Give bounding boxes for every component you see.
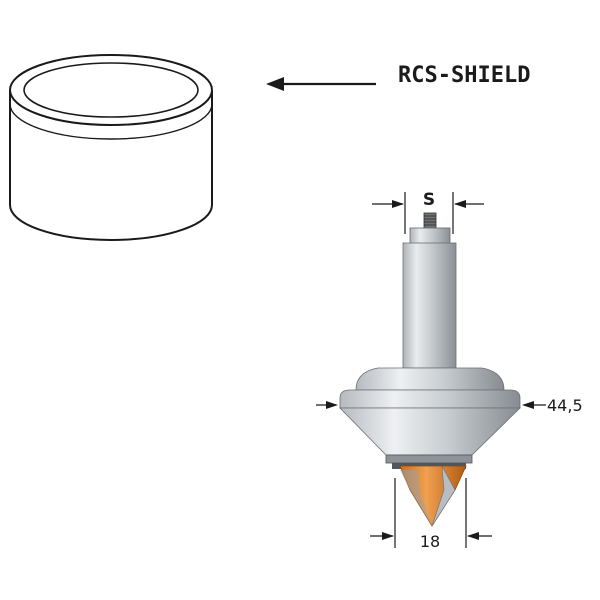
lower-ring: [385, 454, 473, 464]
ring-body: [9, 91, 213, 241]
shank: [402, 242, 457, 369]
dimension-shank-label: S: [423, 190, 435, 210]
dimension-cutter: [370, 478, 492, 548]
cutter-insert: [400, 470, 432, 526]
pointer-arrow: [266, 77, 376, 91]
bearing-ring: [9, 54, 213, 241]
dimension-diameter: [316, 401, 546, 409]
flange: [355, 367, 505, 391]
dimension-shank: [372, 192, 484, 234]
ring-rim-line: [9, 103, 213, 140]
dimension-cutter-label: 18: [420, 532, 440, 551]
thread-tip: [423, 212, 437, 230]
ring-top-inner: [23, 62, 199, 118]
product-name: RCS-SHIELD: [398, 63, 530, 88]
disc: [339, 389, 521, 409]
cone: [339, 407, 521, 456]
router-bit: [339, 212, 521, 527]
shank-collar: [409, 227, 451, 245]
dimension-diameter-label: 44,5: [547, 396, 583, 415]
